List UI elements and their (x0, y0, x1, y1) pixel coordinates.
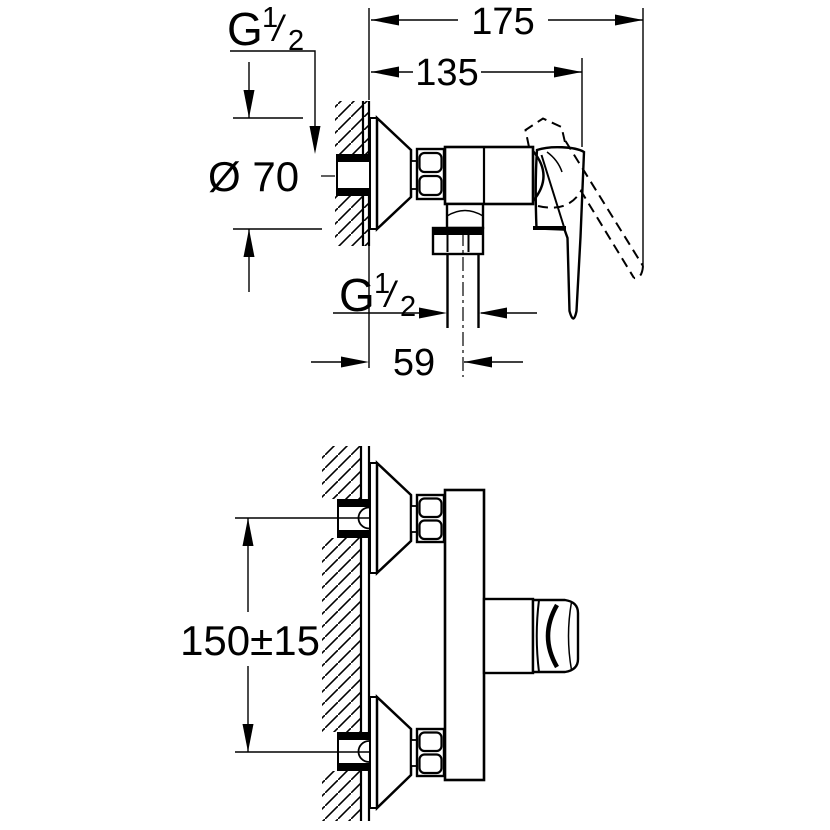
handle-cap-dome-arc (545, 603, 559, 669)
lower-hex-nut (415, 727, 446, 778)
lever-handle (533, 146, 586, 320)
dim-text-135: 135 (415, 52, 478, 94)
handle-cap-edge-arc (567, 601, 573, 671)
dim-text-g-half-outlet: G 1 / 2 (339, 268, 416, 323)
outlet-pipe (446, 254, 480, 328)
wall-section (335, 101, 371, 246)
dim-outlet-thread: G 1 / 2 (333, 268, 537, 323)
outlet-connection (431, 202, 485, 377)
dim-text-150: 150±15 (180, 617, 320, 664)
dim-inlet-spacing: 150±15 (180, 517, 369, 753)
handle-cap (531, 598, 580, 674)
wall-section-front (322, 446, 371, 821)
lever-handle-profile (482, 597, 580, 675)
wall-hatching (322, 771, 360, 821)
upper-hex-nut (415, 493, 446, 544)
wall-hatching (322, 538, 360, 732)
handle-cap-seam (535, 599, 540, 673)
nipple-thread-bottom (337, 188, 371, 195)
ext-dia70 (233, 117, 322, 230)
nipple-thread-top (337, 155, 371, 162)
handle-detail-arc (546, 151, 563, 173)
dim-inlet-thread: G 1 / 2 (227, 2, 321, 154)
dim-text-dia70: Ø 70 (208, 153, 299, 200)
dim-total-depth: 175 (371, 1, 643, 43)
outlet-nut-flats (446, 235, 470, 252)
upper-escutcheon (369, 460, 413, 576)
dim-outlet-offset: 59 (311, 342, 523, 384)
cartridge-dome (532, 150, 545, 202)
dim-text-175: 175 (471, 1, 534, 43)
handle-shaft (482, 597, 535, 675)
lower-escutcheon (369, 694, 413, 811)
handle-edge-line (540, 154, 565, 228)
dim-escutcheon-diameter: Ø 70 (208, 62, 299, 292)
dim-depth-to-handle: 135 (371, 52, 582, 94)
escutcheon-cone (375, 115, 413, 232)
valve-body-profile (443, 488, 486, 782)
lever-handle-alt-position (524, 117, 644, 280)
outlet-neck (445, 202, 485, 230)
ext-inlet-centers (235, 517, 369, 753)
inlet-nipple (336, 154, 371, 196)
dim-text-59: 59 (393, 342, 435, 384)
dim-text-g-half-top: G 1 / 2 (227, 2, 304, 57)
escutcheon-cone (375, 460, 413, 576)
dimension-lines: 175 135 G 1 / 2 (208, 1, 644, 384)
valve-body (443, 145, 535, 206)
escutcheon-cone (375, 694, 413, 811)
hex-nut (415, 147, 446, 201)
outlet-neck-arc (446, 209, 484, 217)
outlet-nut-band (433, 228, 483, 235)
wall-hatching (322, 446, 360, 499)
front-view: 150±15 (180, 446, 580, 821)
side-view: 175 135 G 1 / 2 (208, 1, 644, 384)
escutcheon (369, 115, 413, 232)
